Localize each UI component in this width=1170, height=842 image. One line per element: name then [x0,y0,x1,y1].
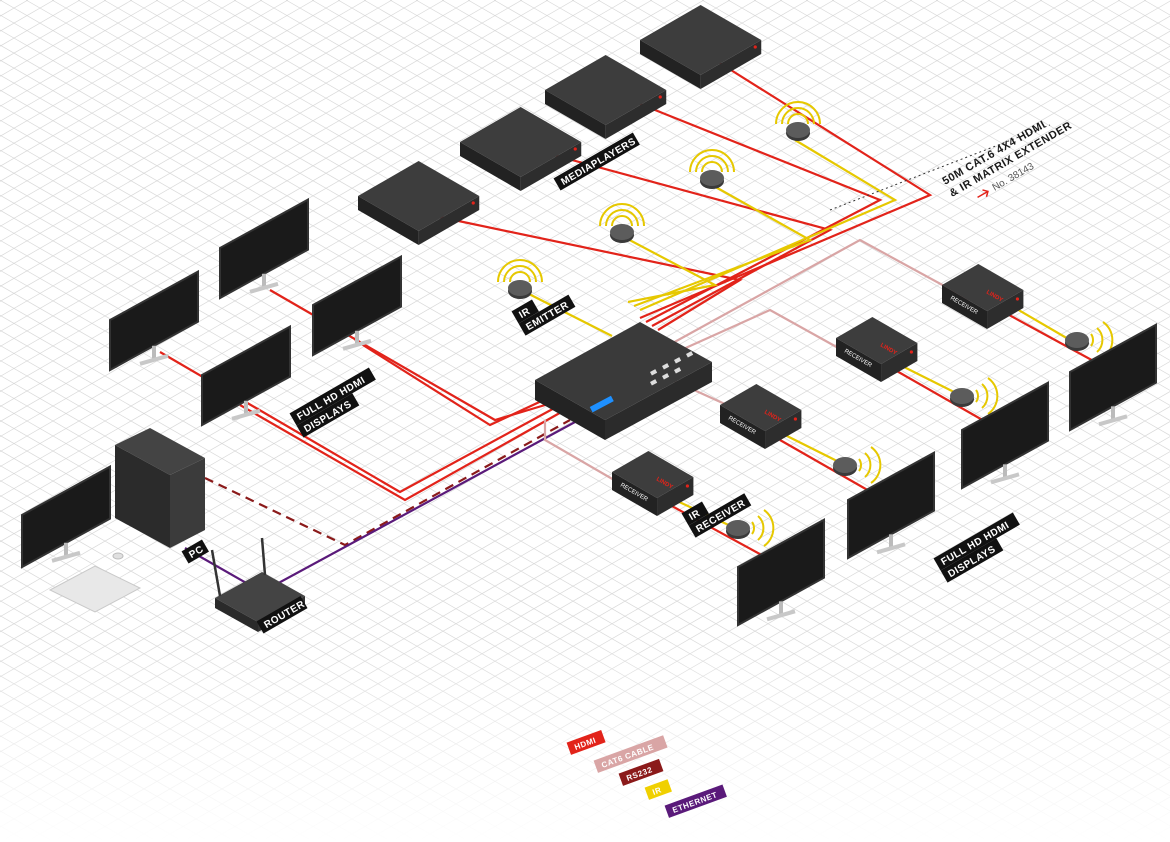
ir-emitter-4 [497,259,543,299]
cat6-cable-1 [659,238,971,351]
mediaplayer-1 [640,5,762,89]
ir-rx3 [784,434,846,466]
pc-tower [115,428,205,548]
ir-rx1 [1009,304,1071,341]
ir-emitter-1 [775,101,821,141]
svg-text:IR: IR [517,306,532,321]
mediaplayer-3 [460,107,582,191]
ir-emitter-2 [689,149,735,189]
ir-receiver-3 [833,446,882,484]
cat6-cable-4 [543,420,641,496]
left-display-1 [109,269,199,372]
mediaplayer-2 [545,55,667,139]
right-display-2 [961,381,1049,490]
hdmi-cable-mp4 [429,213,743,331]
hdmi-cable-d4 [354,339,549,427]
mediaplayer-4 [358,161,480,245]
ir-rx2 [899,364,961,396]
ir-wave-icon [689,149,735,173]
cables [159,59,1111,594]
ir-wave-icon [751,509,775,547]
svg-text:IR: IR [651,785,663,797]
ir-wave-icon [975,377,999,415]
ir-wave-icon [497,259,543,283]
ir-emitter-3 [599,203,645,243]
ir-cable-3 [619,234,719,304]
mouse [112,552,124,560]
ir-receiver-1 [1065,321,1114,359]
left-display-4 [312,254,402,357]
ir-cable-4 [524,291,613,337]
right-display-3 [847,451,935,560]
rs232-cable [204,419,571,547]
ir-cable-2 [633,184,813,308]
arrow-icon [977,189,989,199]
ir-receiver-2 [950,377,999,415]
hdmi-cable-mp2 [629,98,883,323]
keyboard [48,565,142,613]
ir-wave-icon [775,101,821,125]
hdmi-cable-mp3 [534,148,833,327]
right-display-4 [737,518,825,627]
cat6-cable-2 [669,308,861,361]
right-display-1 [1069,323,1157,432]
left-display-3 [201,324,291,427]
pc-monitor [21,464,111,569]
hdmi-cable-d3 [239,404,566,502]
svg-text:IR: IR [687,508,702,523]
left-display-2 [219,197,309,300]
ir-wave-icon [599,203,645,227]
product-leader-line [829,124,1051,211]
hdmi-matrix-switch [535,322,712,440]
ir-cable-1 [639,139,898,312]
legend-item-ir: IR [644,779,672,800]
ir-receiver-4 [726,509,775,547]
ir-wave-icon [858,446,882,484]
